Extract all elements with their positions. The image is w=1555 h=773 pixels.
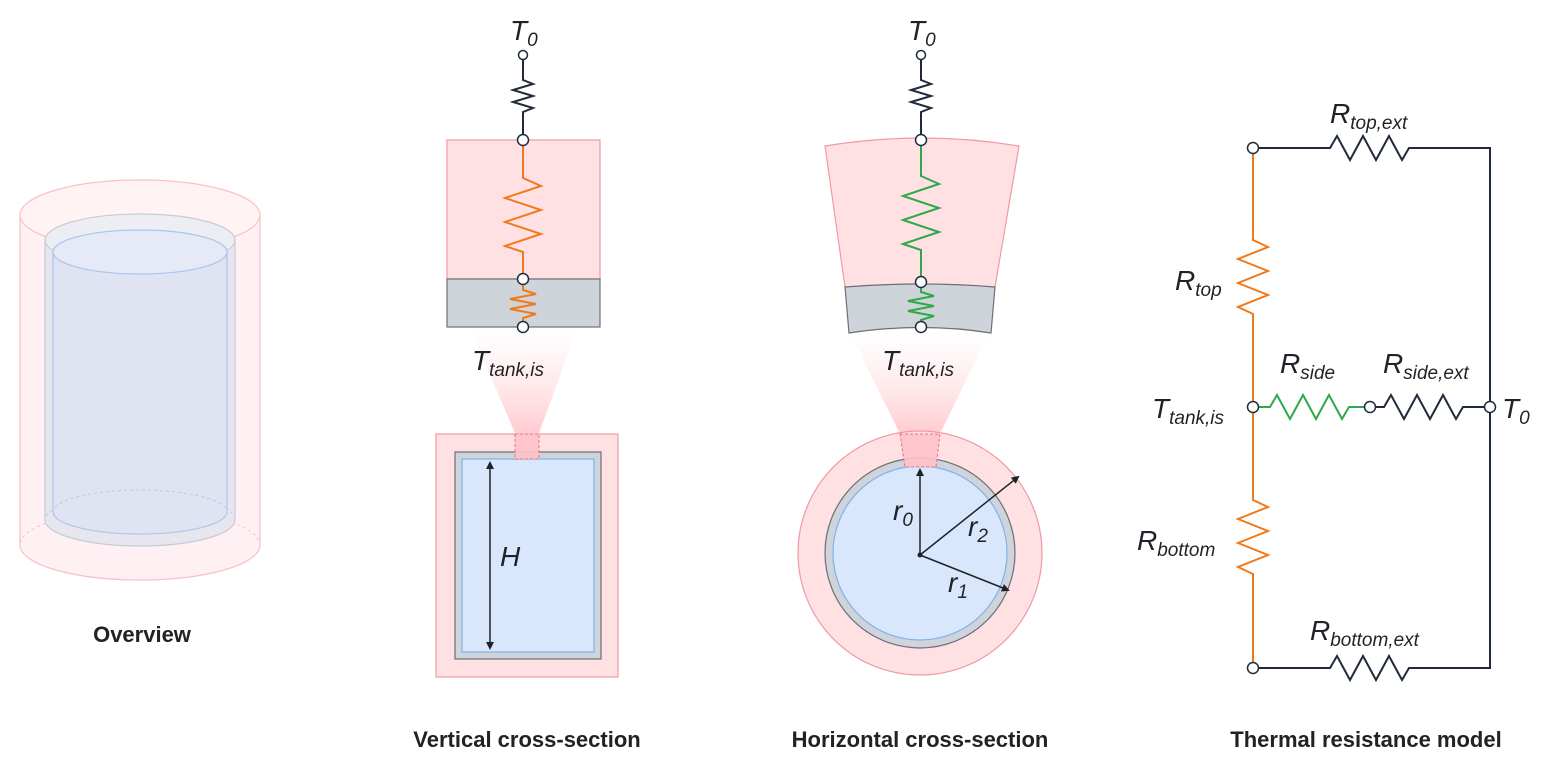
overview-tank-illustration [19, 179, 261, 581]
label-t0-model: T0 [1502, 393, 1530, 429]
caption-overview: Overview [93, 622, 191, 647]
label-r-bottom-ext: Rbottom,ext [1310, 615, 1420, 651]
label-height-h: H [500, 541, 521, 572]
label-ttank-model: Ttank,is [1152, 393, 1225, 429]
label-ttank-vertical: Ttank,is [472, 345, 545, 381]
label-ttank-horizontal: Ttank,is [882, 345, 955, 381]
label-r-top: Rtop [1175, 265, 1222, 301]
label-r2: r2 [968, 511, 988, 547]
label-r-side-ext: Rside,ext [1383, 348, 1469, 384]
caption-horizontal-cross-section: Horizontal cross-section [791, 727, 1049, 752]
label-r-top-ext: Rtop,ext [1330, 98, 1408, 134]
label-r1: r1 [948, 567, 968, 603]
thermal-resistance-network [1235, 133, 1497, 683]
label-r-side: Rside [1280, 348, 1335, 384]
label-t0-vertical: T0 [510, 15, 538, 51]
label-r0: r0 [893, 495, 913, 531]
label-r-bottom: Rbottom [1137, 525, 1215, 561]
caption-thermal-resistance-model: Thermal resistance model [1230, 727, 1502, 752]
vertical-cross-section [435, 49, 619, 678]
caption-vertical-cross-section: Vertical cross-section [413, 727, 641, 752]
label-t0-horizontal: T0 [908, 15, 936, 51]
horizontal-cross-section [797, 49, 1043, 676]
